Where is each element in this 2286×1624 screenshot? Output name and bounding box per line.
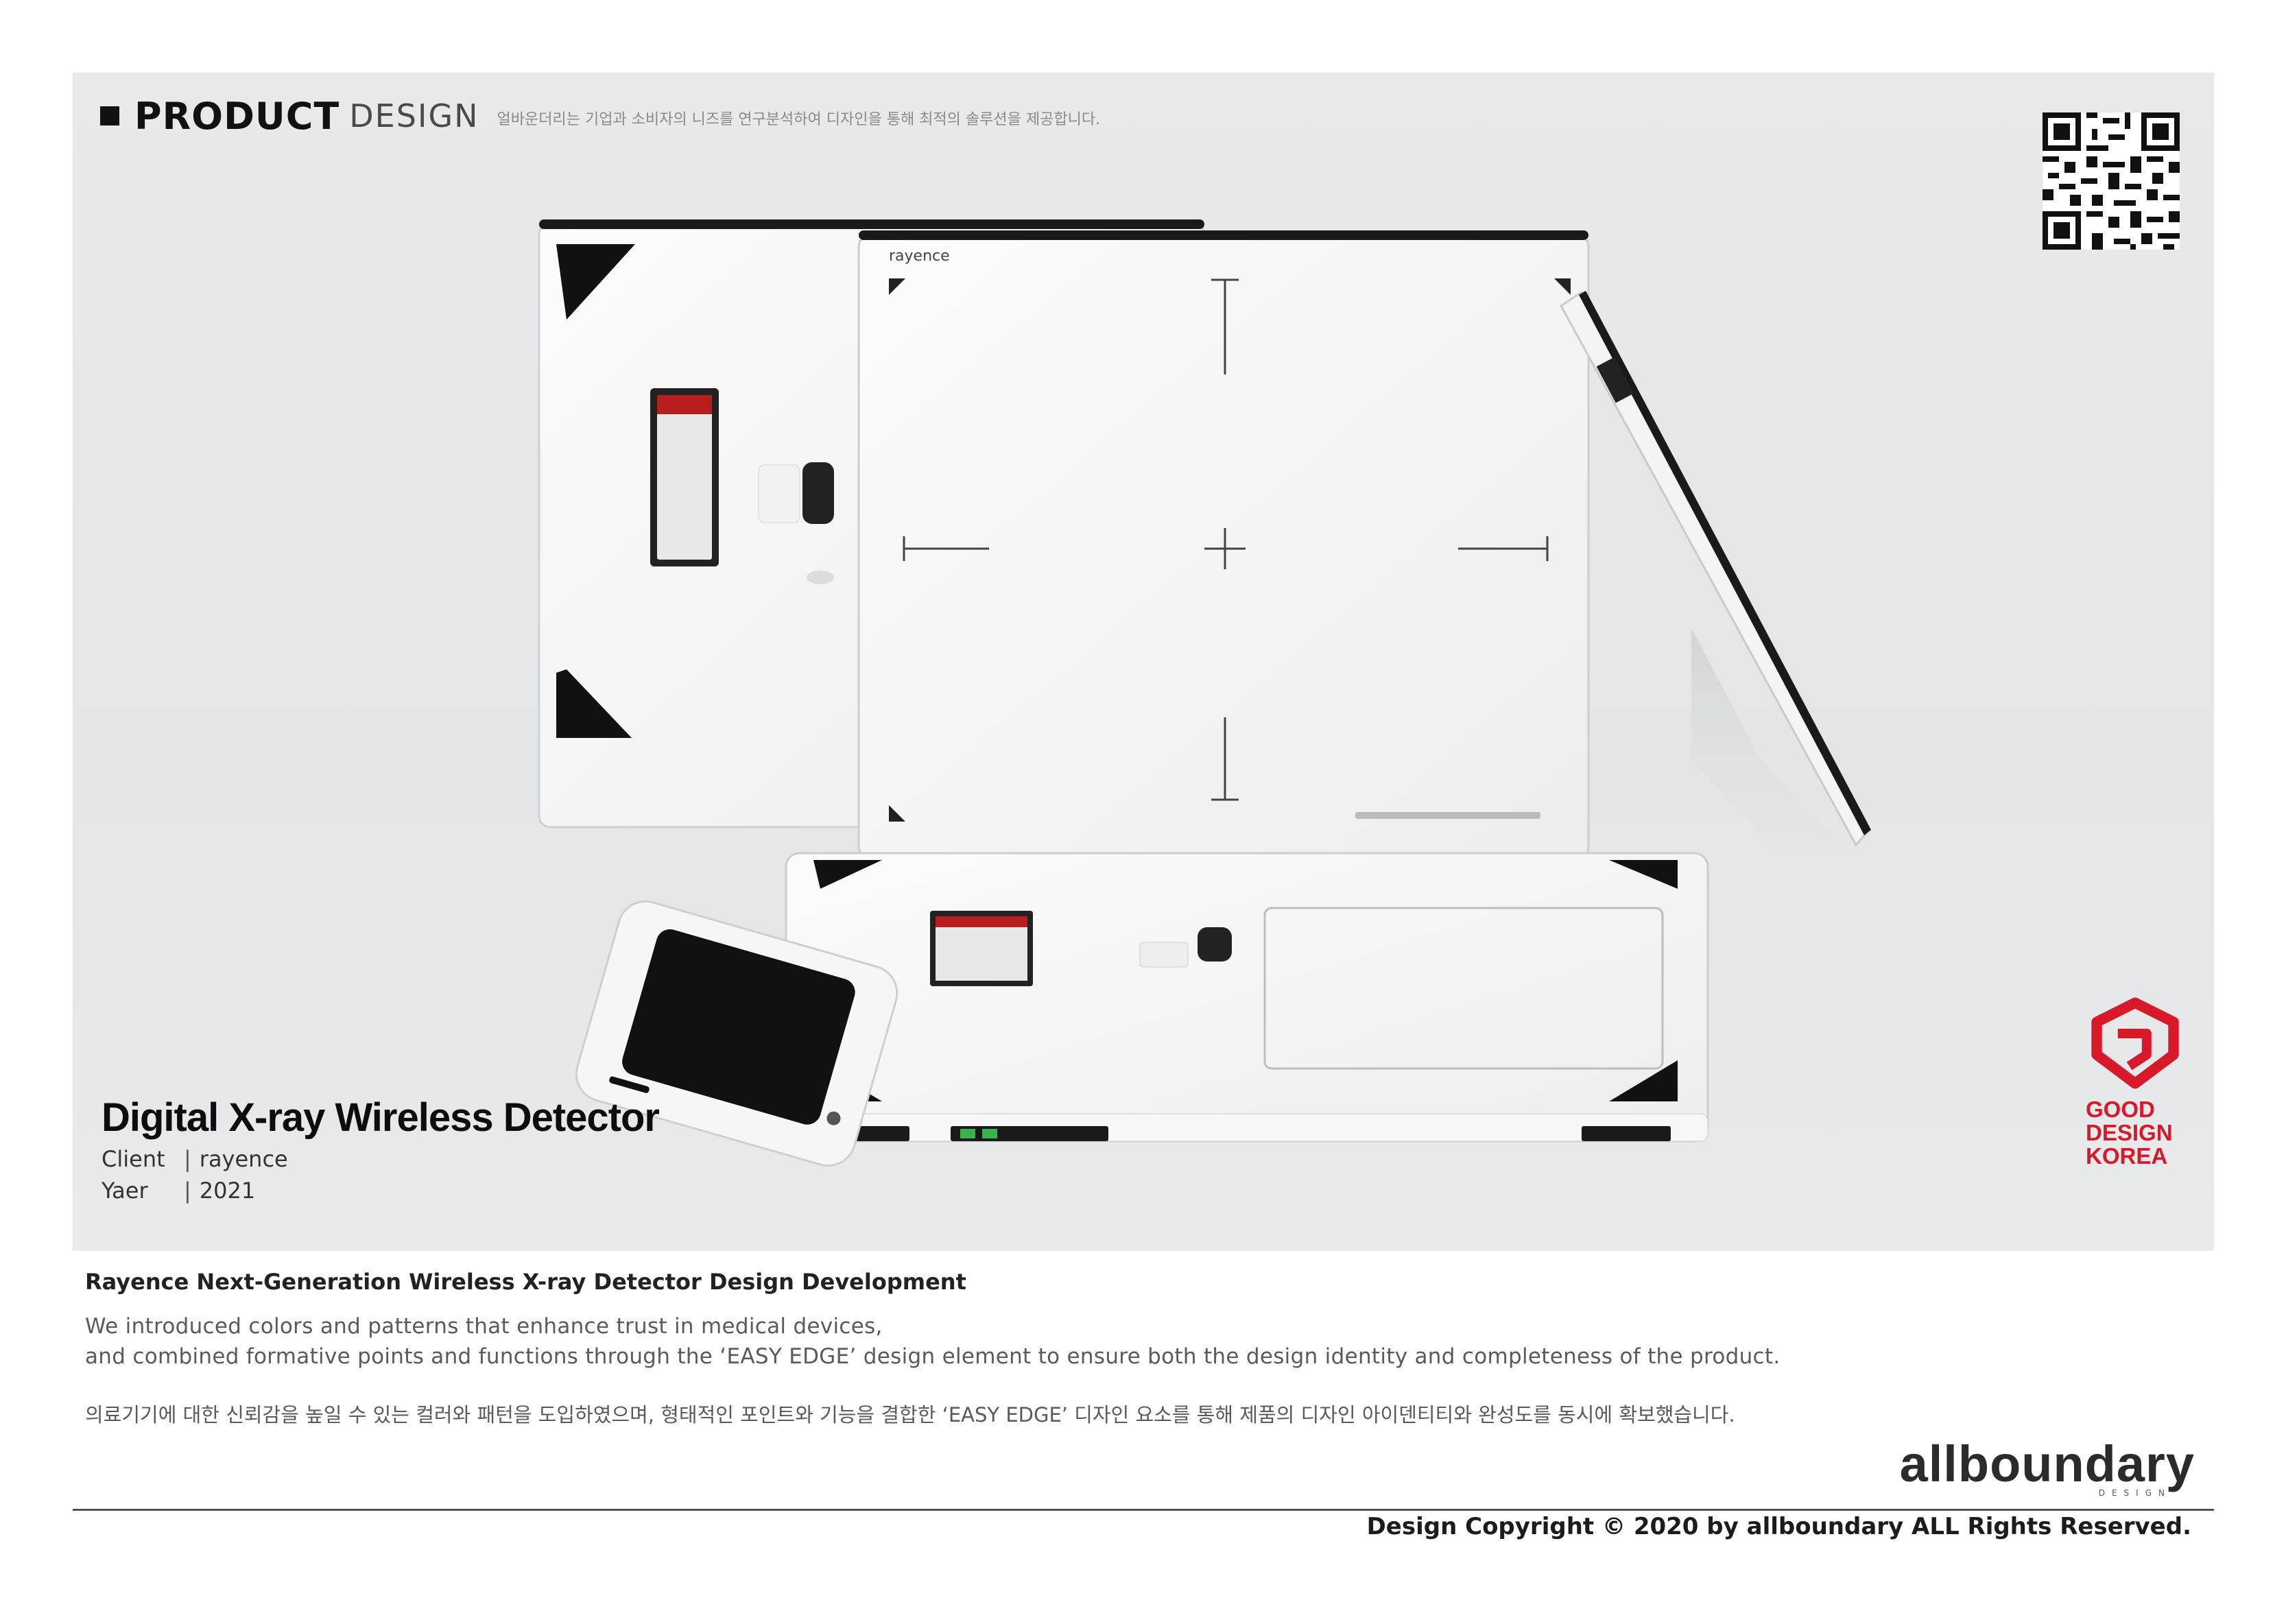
page-header: PRODUCT DESIGN 얼바운더리는 기업과 소비자의 니즈를 연구분석하… bbox=[100, 92, 1100, 140]
header-title-light: DESIGN bbox=[349, 97, 479, 134]
brand-logo: allboundary DESIGN bbox=[1879, 1439, 2195, 1498]
meta-client: Client | rayence bbox=[102, 1146, 659, 1172]
square-icon bbox=[100, 106, 119, 126]
award-line: KOREA bbox=[2086, 1143, 2168, 1169]
device-brand-label: rayence bbox=[889, 248, 950, 265]
award-line: GOOD bbox=[2086, 1097, 2155, 1122]
meta-key: Yaer bbox=[102, 1178, 148, 1204]
copyright: Design Copyright © 2020 by allboundary A… bbox=[1366, 1513, 2191, 1540]
header-title-strong: PRODUCT bbox=[134, 94, 340, 138]
product-title: Digital X-ray Wireless Detector bbox=[102, 1095, 660, 1140]
award-label: GOOD DESIGN KOREA bbox=[2086, 1098, 2189, 1168]
description-en-line-1: We introduced colors and patterns that e… bbox=[85, 1314, 883, 1339]
award-badge: GOOD DESIGN KOREA bbox=[2086, 995, 2189, 1168]
brand-name: allboundary bbox=[1899, 1435, 2195, 1492]
meta-key: Client bbox=[102, 1146, 165, 1172]
footer-divider bbox=[73, 1509, 2214, 1511]
detector-flat-view bbox=[785, 852, 1709, 1143]
brand-sub: DESIGN bbox=[2098, 1488, 2171, 1498]
meta-year: Yaer | 2021 bbox=[102, 1178, 659, 1204]
good-design-logo-icon bbox=[2091, 997, 2179, 1089]
meta-separator: | bbox=[184, 1178, 191, 1204]
description-en-line-2: and combined formative points and functi… bbox=[85, 1344, 1781, 1369]
detector-front-view: rayence bbox=[857, 230, 1590, 860]
meta-separator: | bbox=[184, 1146, 191, 1172]
header-tagline: 얼바운더리는 기업과 소비자의 니즈를 연구분석하여 디자인을 통해 최적의 솔… bbox=[497, 111, 1101, 128]
product-render: rayence bbox=[538, 219, 1871, 1167]
award-line: DESIGN bbox=[2086, 1120, 2173, 1145]
qr-code-icon bbox=[2043, 112, 2180, 250]
product-info: Digital X-ray Wireless Detector Client |… bbox=[102, 1095, 660, 1204]
description-title: Rayence Next-Generation Wireless X-ray D… bbox=[85, 1269, 966, 1295]
meta-value: rayence bbox=[199, 1146, 288, 1172]
meta-value: 2021 bbox=[199, 1178, 256, 1204]
description-kr-line: 의료기기에 대한 신뢰감을 높일 수 있는 컬러와 패턴을 도입하였으며, 형태… bbox=[85, 1403, 1735, 1426]
detector-side-view bbox=[1560, 290, 1871, 882]
description: Rayence Next-Generation Wireless X-ray D… bbox=[85, 1269, 2143, 1428]
hero-banner: rayence bbox=[73, 73, 2214, 1251]
detector-compact-view bbox=[575, 900, 898, 1167]
